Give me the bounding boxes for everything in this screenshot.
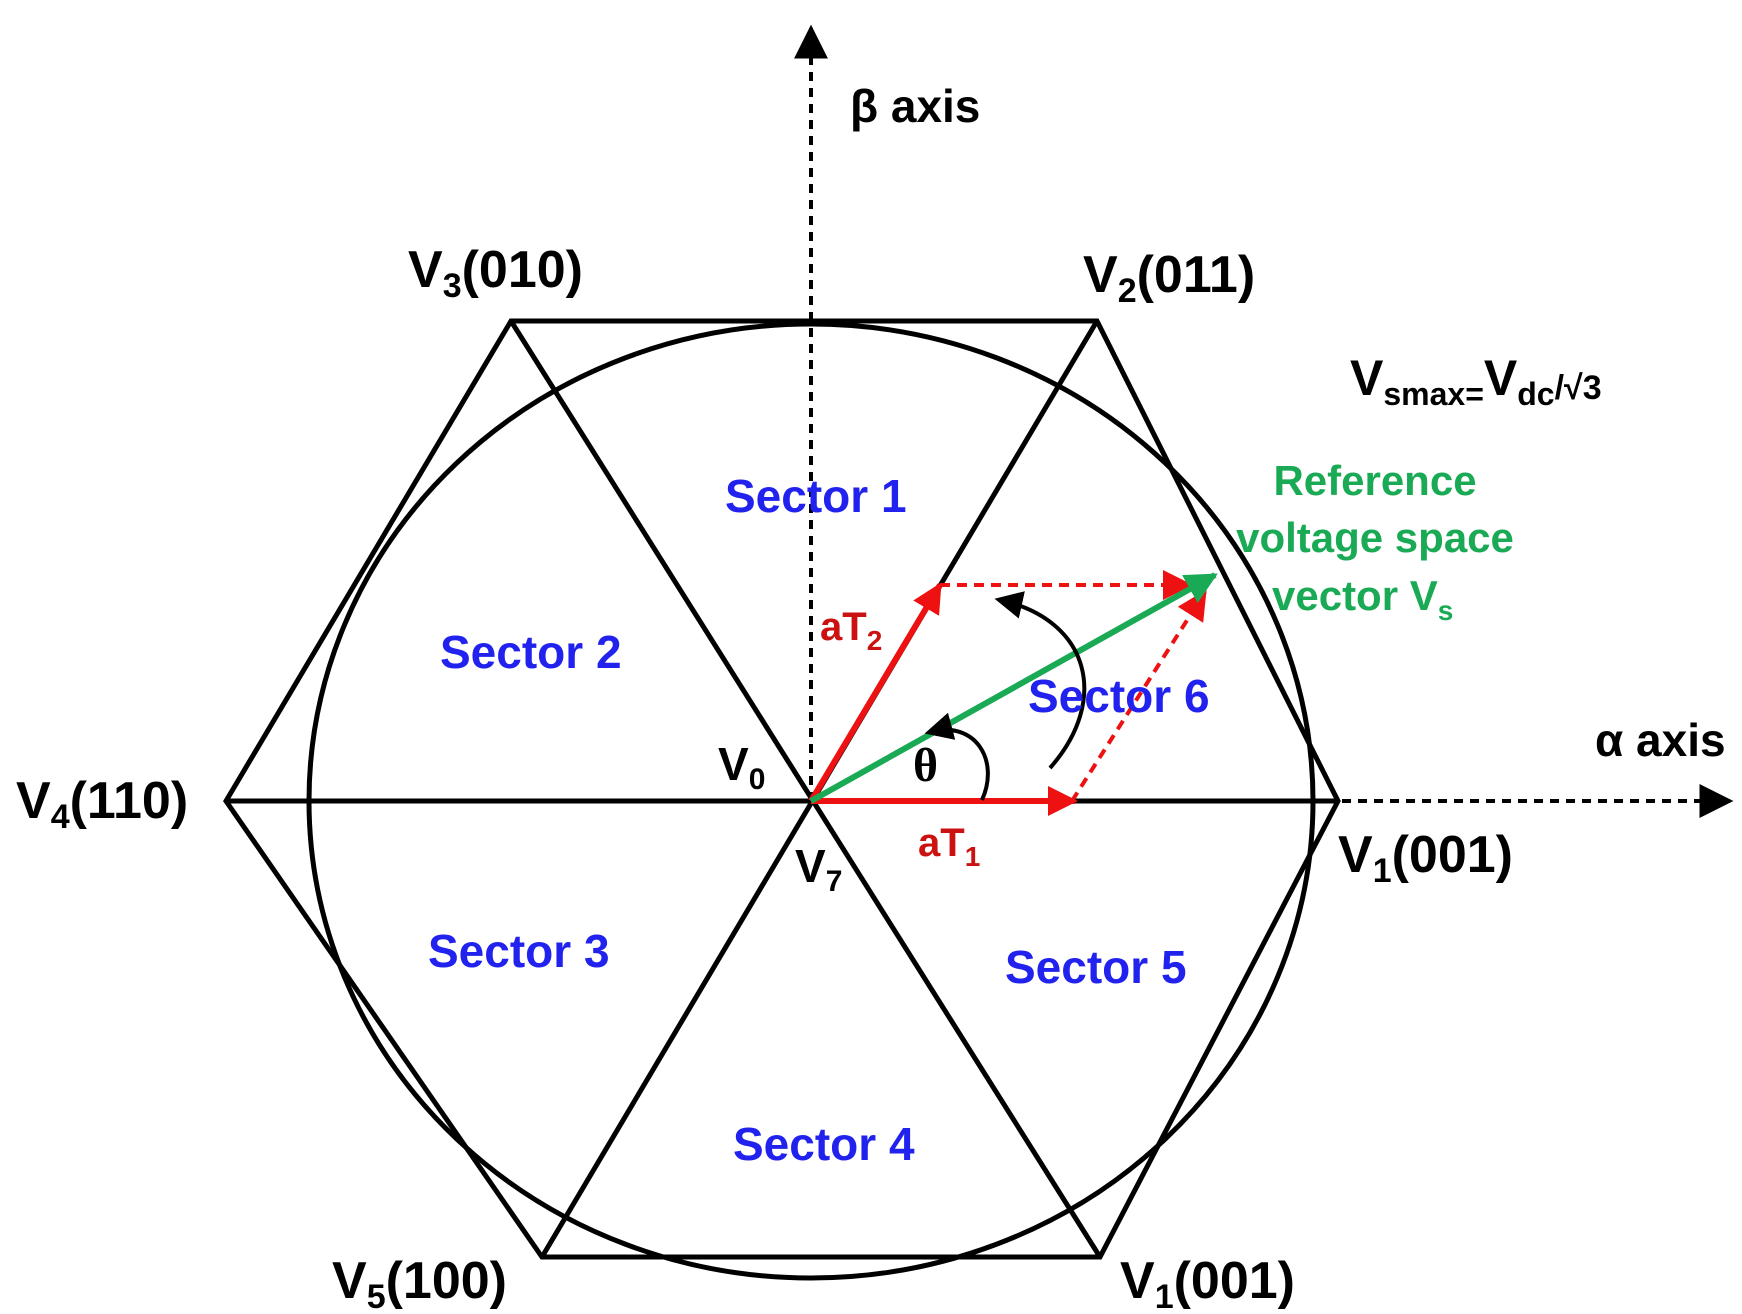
component-label-t2: aT2 <box>820 605 882 656</box>
vector-label-v1-right: V1(001) <box>1338 826 1513 890</box>
sector-line-v3-v1 <box>508 319 1103 1259</box>
vector-label-v4: V4(110) <box>16 772 188 836</box>
component-vector-t2 <box>808 582 943 803</box>
component-label-t1: aT1 <box>918 821 980 872</box>
sector-label-4: Sector 4 <box>733 1118 915 1170</box>
sector-label-6: Sector 6 <box>1028 670 1210 722</box>
reference-vector <box>809 572 1218 804</box>
vector-label-v1-bottom: V1(001) <box>1120 1252 1295 1314</box>
rotation-arc <box>994 591 1087 770</box>
vector-label-v5: V5(100) <box>332 1252 507 1314</box>
component-t2-projection <box>1070 589 1207 803</box>
vector-label-v2: V2(011) <box>1083 246 1255 310</box>
reference-label-line2: voltage space <box>1236 514 1514 561</box>
sector-label-3: Sector 3 <box>428 925 610 977</box>
sector-label-2: Sector 2 <box>440 626 622 678</box>
sector-label-5: Sector 5 <box>1005 941 1187 993</box>
theta-symbol: θ <box>913 739 938 792</box>
vector-label-v3: V3(010) <box>408 241 583 305</box>
reference-label-line1: Reference <box>1273 457 1476 504</box>
theta-arc <box>924 712 990 801</box>
vector-label-v0: V0 <box>718 738 765 796</box>
beta-axis-label: β axis <box>850 80 980 132</box>
hexagon-boundary <box>223 318 1341 1260</box>
reference-label-line3: vector Vs <box>1272 572 1453 626</box>
vector-label-v7: V7 <box>795 840 842 898</box>
sector-label-1: Sector 1 <box>725 470 907 522</box>
max-voltage-formula: Vsmax=Vdc/√3 <box>1350 350 1602 412</box>
alpha-axis-label: α axis <box>1595 714 1726 766</box>
